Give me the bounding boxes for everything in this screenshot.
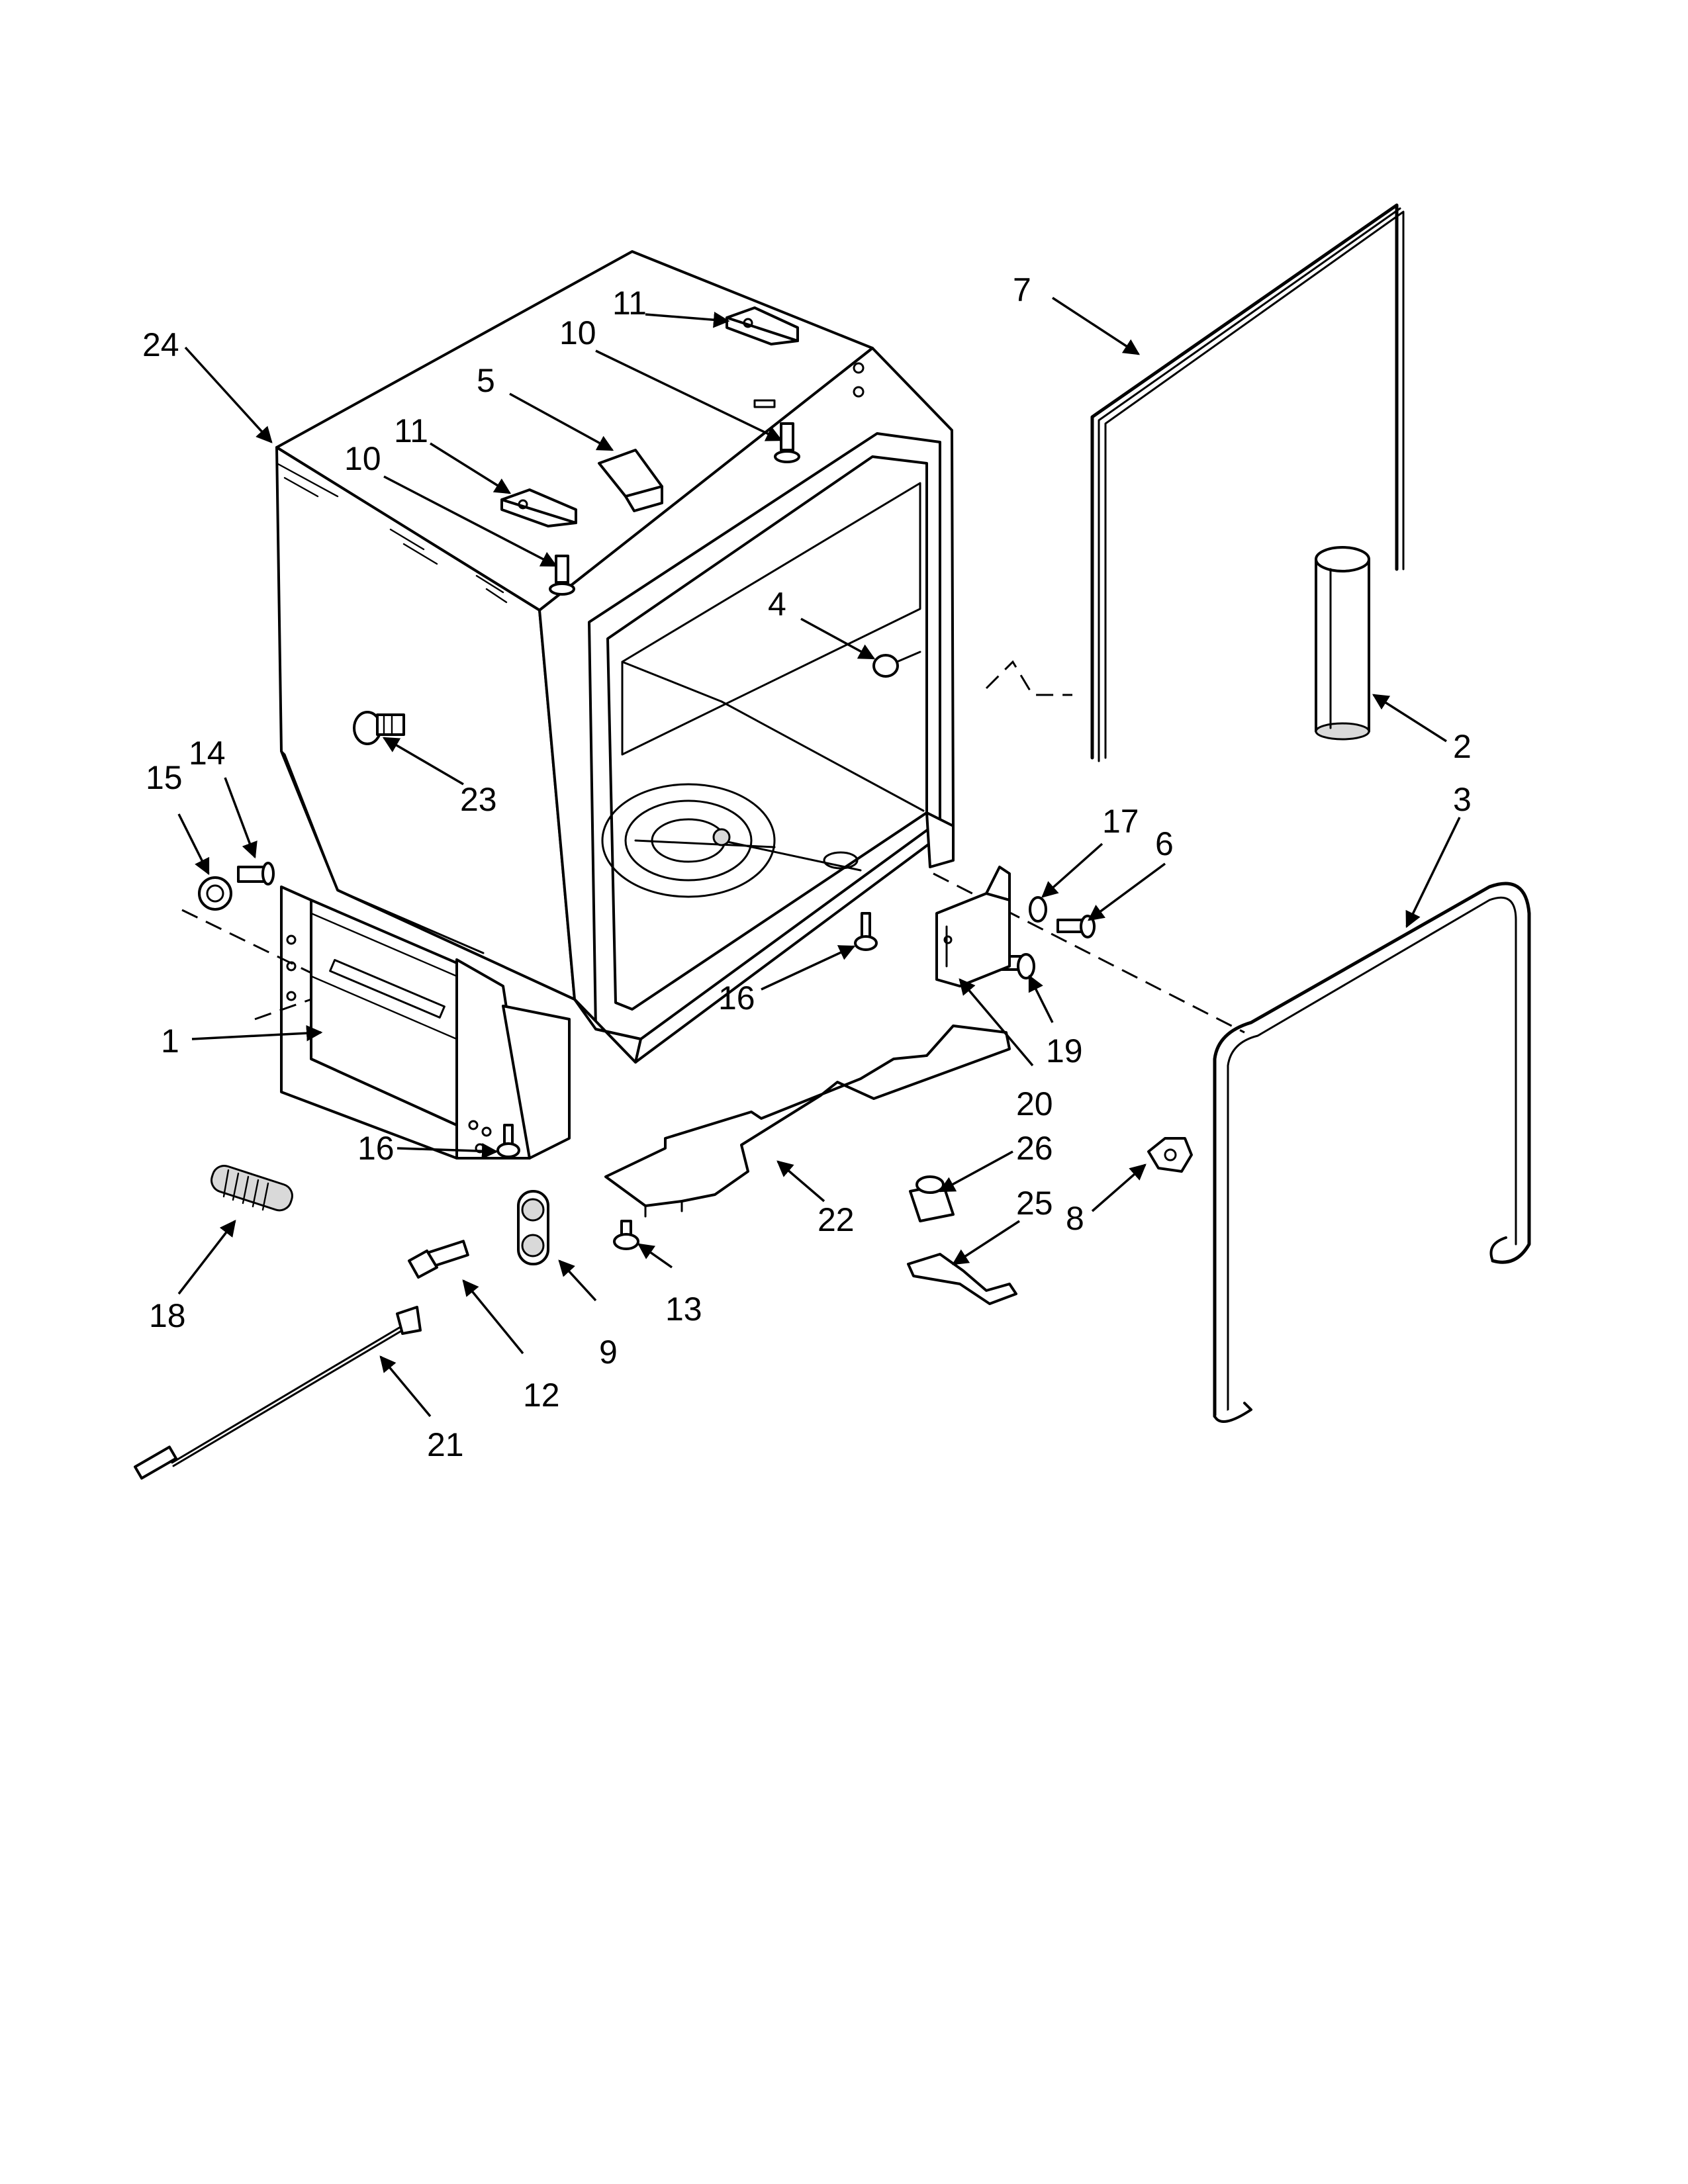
callout-20: 20: [1016, 1085, 1053, 1122]
cam-part-9: [517, 1190, 549, 1265]
leveling-foot-part-15: [198, 876, 232, 911]
washer-part-17: [1029, 896, 1047, 923]
callout-15: 15: [146, 759, 183, 796]
callout-22: 22: [818, 1201, 855, 1238]
callout-17: 17: [1102, 803, 1139, 840]
hinge-bracket-part-11-lower: [500, 488, 577, 527]
callout-2: 2: [1453, 728, 1472, 765]
callout-labels: 24 11 10 5 11 10 7 4 2 3 23 15 14 17 6 1…: [142, 271, 1472, 1463]
foot-part-16-lower: [496, 1124, 520, 1158]
callout-16-lower: 16: [357, 1130, 395, 1167]
callout-6: 6: [1155, 825, 1174, 862]
callout-23: 23: [460, 781, 497, 818]
callout-14: 14: [189, 735, 226, 772]
screw-part-6: [1056, 915, 1096, 938]
callout-8: 8: [1066, 1200, 1084, 1237]
wire-harness-part-21: [134, 1306, 422, 1480]
switch-bracket-part-25: [907, 1253, 1017, 1305]
callout-21: 21: [427, 1426, 464, 1463]
callout-11-upper: 11: [612, 285, 647, 322]
callout-7: 7: [1013, 271, 1031, 308]
callout-12: 12: [523, 1377, 560, 1414]
callout-26: 26: [1016, 1130, 1053, 1167]
callout-11-lower: 11: [394, 412, 428, 449]
callout-10-upper: 10: [559, 314, 596, 351]
base-frame: [280, 886, 571, 1160]
callout-1: 1: [161, 1023, 179, 1060]
callout-4: 4: [768, 586, 786, 623]
callout-18: 18: [149, 1297, 186, 1334]
callout-16-upper: 16: [718, 979, 755, 1017]
tub-assembly: [275, 250, 955, 1064]
callout-3: 3: [1453, 781, 1472, 818]
screw-part-14: [237, 862, 275, 886]
bolt-part-12: [408, 1240, 469, 1279]
callout-10-lower: 10: [344, 440, 381, 477]
hinge-bracket-part-11-upper: [726, 306, 799, 345]
callout-13: 13: [665, 1291, 702, 1328]
seal-tube-part-2: [1315, 546, 1370, 741]
callout-5: 5: [477, 362, 495, 399]
clip-part-5: [598, 449, 663, 512]
foot-part-16-upper: [854, 912, 878, 951]
callout-25: 25: [1016, 1185, 1053, 1222]
door-latch-part-8: [1147, 1137, 1193, 1173]
door-gasket-part-3: [1213, 882, 1531, 1423]
switch-part-26: [909, 1175, 955, 1222]
top-gasket-part-7: [1090, 203, 1405, 762]
foot-part-13: [613, 1220, 639, 1250]
callout-24: 24: [142, 326, 179, 363]
callout-19: 19: [1046, 1032, 1083, 1069]
bracket-part-20: [935, 866, 1011, 987]
leader-lines: [177, 296, 1461, 1418]
plug-part-23: [353, 711, 405, 745]
spring-part-18: [211, 1165, 293, 1212]
plug-part-4: [872, 651, 921, 678]
callout-9: 9: [599, 1334, 618, 1371]
heat-shield-part-22: [604, 1024, 1011, 1218]
screw-part-10-lower: [549, 555, 575, 596]
